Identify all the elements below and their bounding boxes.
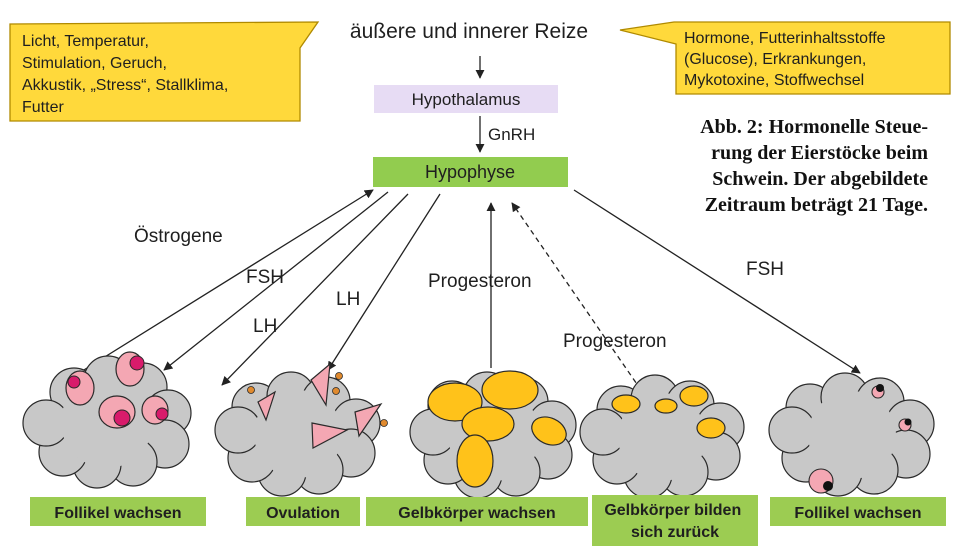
ovary-3-corpus-luteum-growing: [410, 371, 576, 498]
callout-left-line-3: Akkustik, „Stress“, Stallklima,: [22, 77, 228, 94]
ovary-2-ovulation: [215, 364, 388, 496]
hypothalamus-label: Hypothalamus: [412, 90, 521, 109]
stage-label-5: Follikel wachsen: [794, 505, 921, 522]
figure-caption: Abb. 2: Hormonelle Steue- rung der Eiers…: [606, 114, 928, 218]
ovary-4-corpus-luteum-regressing: [580, 375, 744, 498]
arrow-progesteron-right: [512, 203, 641, 390]
callout-right-line-1: Hormone, Futterinhaltsstoffe: [684, 30, 886, 47]
arrow-lh-left: [222, 194, 408, 385]
callout-left-line-1: Licht, Temperatur,: [22, 33, 149, 50]
label-fsh-left: FSH: [246, 267, 284, 288]
label-fsh-right: FSH: [746, 259, 784, 280]
callout-left-line-4: Futter: [22, 99, 64, 116]
hypophyse-label: Hypophyse: [425, 162, 515, 182]
caption-line-2: rung der Eierstöcke beim: [606, 140, 928, 166]
label-progesteron-mid: Progesteron: [428, 271, 532, 292]
caption-line-1: Abb. 2: Hormonelle Steue-: [606, 114, 928, 140]
caption-line-4: Zeitraum beträgt 21 Tage.: [606, 192, 928, 218]
label-oestrogene: Östrogene: [134, 226, 223, 247]
label-progesteron-right: Progesteron: [563, 331, 667, 352]
caption-line-3: Schwein. Der abgebildete: [606, 166, 928, 192]
ovary-5-follicles-growing: [769, 373, 934, 496]
arrow-oestrogene: [79, 190, 373, 373]
label-lh-left: LH: [253, 316, 277, 337]
callout-left-line-2: Stimulation, Geruch,: [22, 55, 167, 72]
stage-label-1: Follikel wachsen: [54, 505, 181, 522]
arrow-lh-mid: [328, 194, 440, 370]
ovary-1-follicles-growing: [23, 352, 191, 488]
label-lh-mid: LH: [336, 289, 360, 310]
callout-right-line-2: (Glucose), Erkrankungen,: [684, 51, 866, 68]
stage-label-2: Ovulation: [266, 505, 340, 522]
callout-right-line-3: Mykotoxine, Stoffwechsel: [684, 72, 864, 89]
stage-label-3: Gelbkörper wachsen: [398, 505, 555, 522]
top-title: äußere und innerer Reize: [350, 20, 588, 43]
gnrh-label: GnRH: [488, 125, 535, 144]
